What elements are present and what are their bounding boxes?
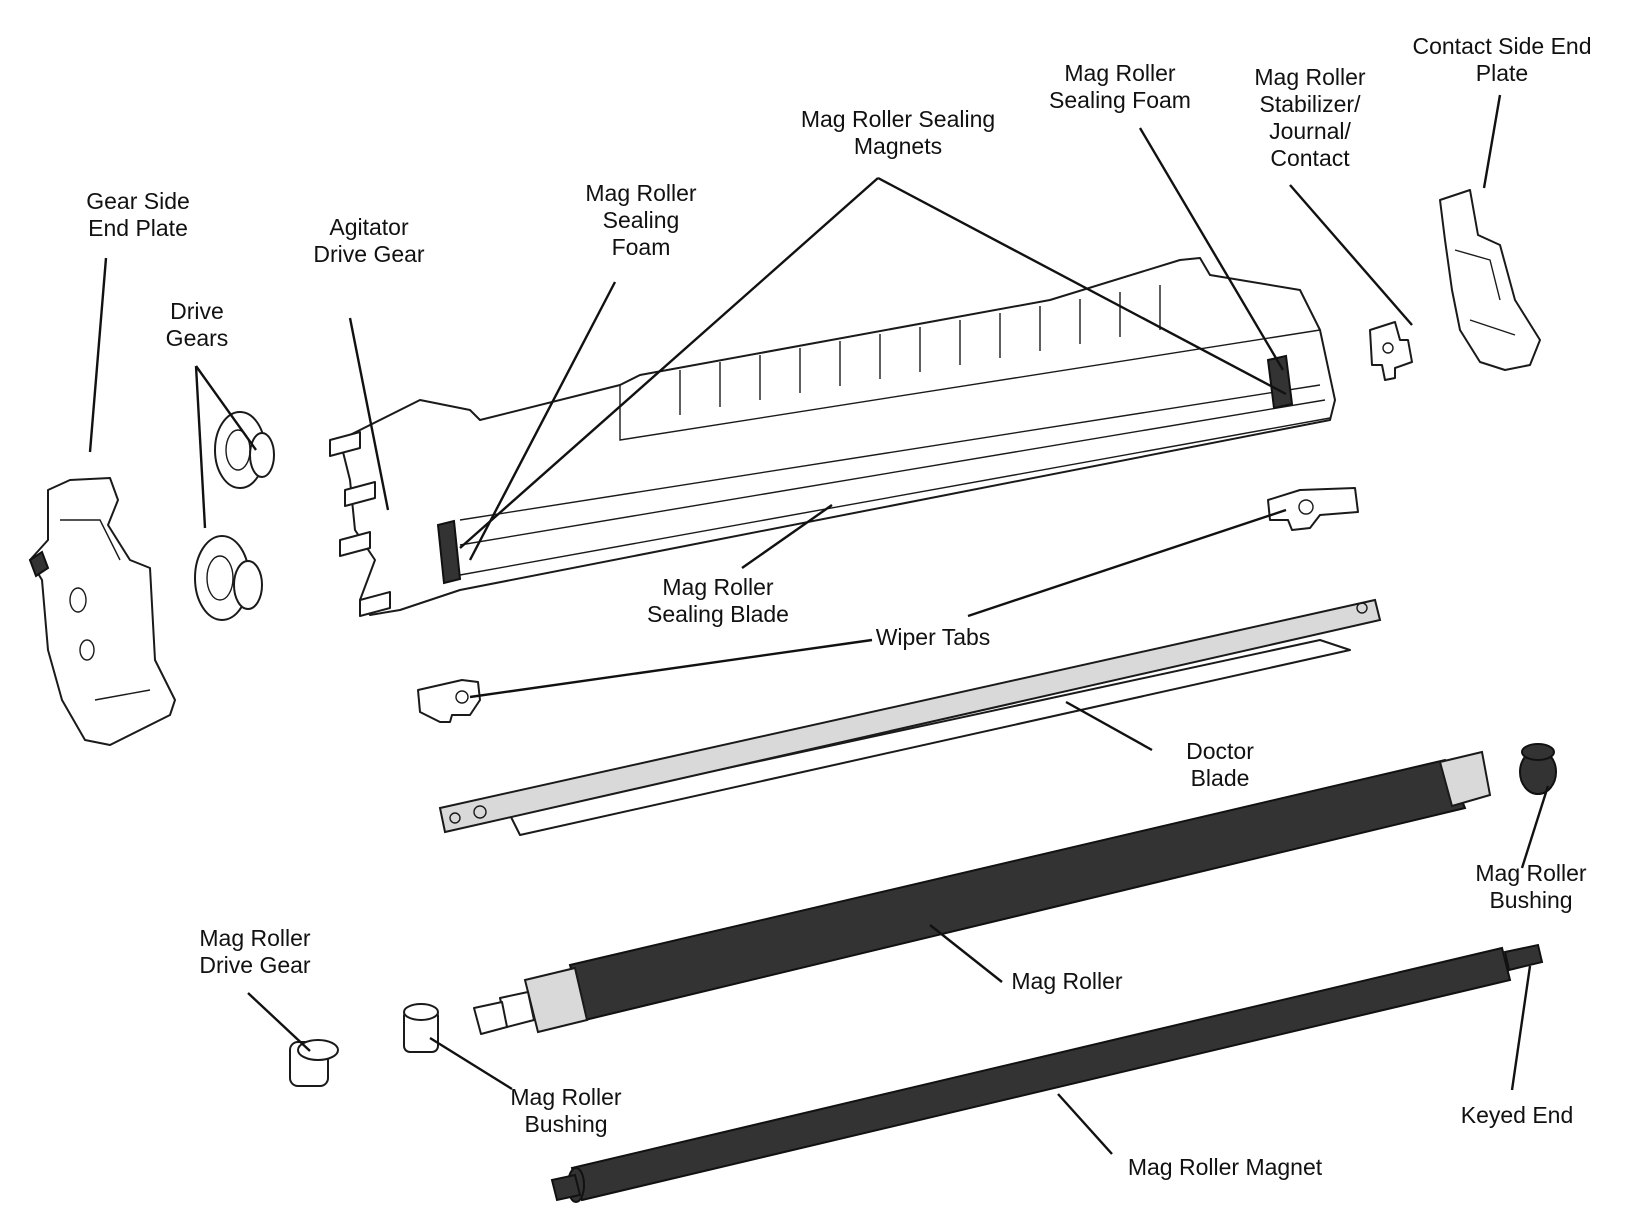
leader-lines (88, 94, 1550, 1155)
mag-roller-magnet (550, 943, 1544, 1203)
drive-gears (194, 411, 275, 621)
mag-roller-stabilizer-part (1369, 321, 1413, 381)
wiper-tab-left (417, 679, 481, 723)
mag-roller-bushing-right-part (1519, 743, 1557, 795)
mag-roller-drive-gear-part (289, 1039, 339, 1087)
mag-roller (473, 750, 1492, 1035)
label-mag-roller-magnet: Mag Roller Magnet (1127, 1154, 1323, 1180)
gear-side-end-plate (28, 477, 176, 746)
wiper-tab-right (1267, 487, 1359, 531)
label-wiper-tabs: Wiper Tabs (875, 624, 991, 650)
label-mag-roller: Mag Roller (1011, 968, 1123, 994)
developer-housing (329, 257, 1336, 617)
doctor-blade (438, 598, 1382, 836)
mag-roller-bushing-left-part (403, 1003, 439, 1053)
contact-side-end-plate (1439, 189, 1541, 371)
label-keyed-end: Keyed End (1460, 1102, 1574, 1128)
